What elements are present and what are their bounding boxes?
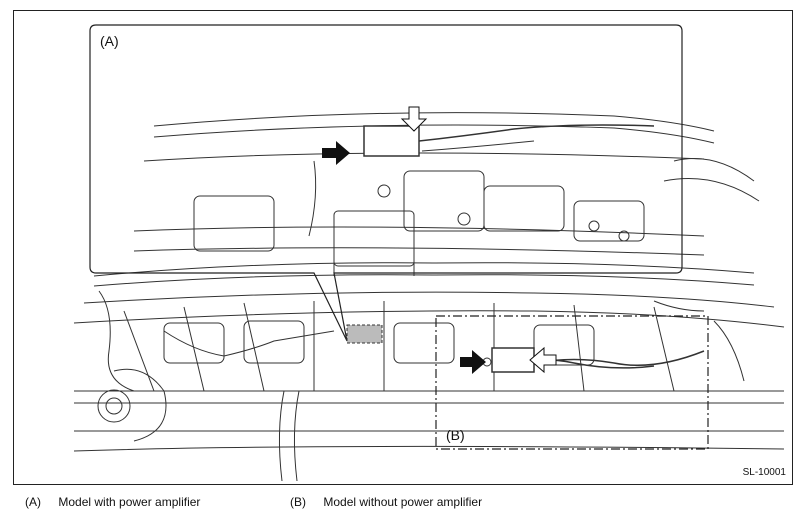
legend-tag: (A): [25, 495, 41, 509]
legend-text: Model without power amplifier: [323, 495, 483, 509]
vehicle-rear-illustration: [73, 24, 785, 482]
legend-item-a: (A) Model with power amplifier: [25, 495, 200, 509]
callout-label-b: (B): [446, 427, 465, 443]
figure-code: SL-10001: [742, 467, 786, 478]
diagram-frame: (A) (B) SL-10001: [13, 10, 793, 485]
legend-item-b: (B) Model without power amplifier: [290, 495, 482, 509]
callout-label-a: (A): [100, 33, 119, 49]
legend-tag: (B): [290, 495, 306, 509]
legend-text: Model with power amplifier: [58, 495, 201, 509]
